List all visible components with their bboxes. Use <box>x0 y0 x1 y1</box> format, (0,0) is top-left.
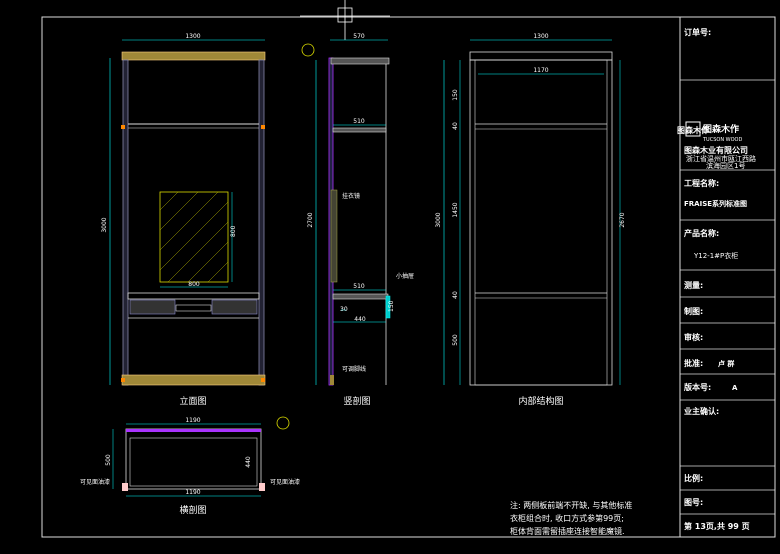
mirror <box>159 191 229 283</box>
sect-shelf-dim: 510 <box>353 118 365 125</box>
note-line-2: 衣柜组合时, 收口方式参第99页; <box>510 513 624 523</box>
sect-side-dim: 30 <box>340 306 348 313</box>
plan-depth-dim: 500 <box>105 454 112 466</box>
scale-label: 比例: <box>684 473 703 483</box>
elevation-caption: 立面图 <box>179 395 206 407</box>
sect-top-dim: 570 <box>353 33 365 40</box>
plan-top-dim: 1190 <box>185 417 200 424</box>
section-marker <box>301 43 315 57</box>
approve-label: 批准: <box>684 358 703 368</box>
company-address-2: 滨海园区1号 <box>706 161 745 170</box>
drawing-note: 注: 两侧板前端不开缺, 与其他标准 衣柜组合时, 收口方式参第99页; 柜体背… <box>510 500 632 536</box>
interior-view: 1300 1170 3000 150 40 1450 40 500 2670 内… <box>435 33 626 407</box>
note-line-3: 柜体背面需留插座连接智能魔镜. <box>510 526 625 536</box>
plan-marker <box>276 416 290 430</box>
section-view: 570 2700 510 挂衣镜 510 小抽屉 30 440 150 可调脚线… <box>301 33 414 407</box>
plan-inner-depth: 440 <box>245 456 252 468</box>
project-label: 工程名称: <box>684 178 719 188</box>
company-address-1: 浙江省温州市瓯江西路 <box>686 154 756 163</box>
int-d5: 500 <box>452 334 459 346</box>
product-value: Y12-1#P衣柜 <box>693 251 738 260</box>
sect-depth-dim: 440 <box>354 316 366 323</box>
project-value: FRAISE系列标准图 <box>684 199 747 208</box>
plan-view: 1190 500 440 1190 可见面油漆 可见面油漆 横剖图 <box>80 416 300 516</box>
int-d1: 150 <box>452 89 459 101</box>
int-d3: 1450 <box>452 202 459 217</box>
label-drawer: 小抽屉 <box>396 272 414 280</box>
mirror-width-dim: 800 <box>188 281 200 288</box>
order-no-label: 订单号: <box>684 27 711 37</box>
measure-label: 测量: <box>684 280 703 290</box>
plan-bottom-dim: 1190 <box>185 489 200 496</box>
company-name: 图森木业有限公司 <box>684 145 748 155</box>
elev-height-dim: 3000 <box>101 217 108 232</box>
int-d2: 40 <box>452 122 459 130</box>
version-value: A <box>732 384 738 392</box>
page-label: 第 13页,共 99 页 <box>684 521 750 531</box>
sect-height-dim: 2700 <box>307 212 314 227</box>
label-mirror: 挂衣镜 <box>342 192 360 200</box>
crosshair-marker <box>300 0 390 40</box>
logo-en: TUCSON WOOD <box>702 137 742 143</box>
int-inner-dim: 1170 <box>533 67 548 74</box>
logo-mark: 图森木作 <box>677 125 709 135</box>
note-line-1: 注: 两侧板前端不开缺, 与其他标准 <box>510 500 632 510</box>
elevation-view: 1300 3000 800 800 立面图 <box>101 33 266 407</box>
int-d4: 40 <box>452 291 459 299</box>
product-label: 产品名称: <box>684 228 719 238</box>
sect-h-dim: 150 <box>388 300 395 312</box>
title-block: 订单号: 图森木作 图森木作 TUCSON WOOD 图森木业有限公司 浙江省温… <box>677 27 775 531</box>
plan-left-label: 可见面油漆 <box>80 478 110 486</box>
owner-label: 业主确认: <box>684 406 719 416</box>
plan-right-label: 可见面油漆 <box>270 478 300 486</box>
draw-label: 制图: <box>684 306 703 316</box>
label-foot: 可调脚线 <box>342 365 366 373</box>
int-inner-h: 2670 <box>619 212 626 227</box>
logo-text: 图森木作 <box>703 123 739 135</box>
mirror-height-dim: 800 <box>230 225 237 237</box>
section-caption: 竖剖图 <box>343 395 370 407</box>
version-label: 版本号: <box>683 382 711 392</box>
sect-drawer-dim: 510 <box>353 283 365 290</box>
elev-width-dim: 1300 <box>185 33 200 40</box>
drawing-no-label: 图号: <box>684 498 703 507</box>
approve-value: 卢 群 <box>718 359 734 368</box>
plan-caption: 横剖图 <box>179 504 206 516</box>
int-height-dim: 3000 <box>435 212 442 227</box>
company-logo: 图森木作 图森木作 TUCSON WOOD <box>677 121 742 143</box>
interior-caption: 内部结构图 <box>518 395 563 407</box>
title-block-frame <box>679 16 776 538</box>
review-label: 审核: <box>684 332 703 342</box>
int-top-dim: 1300 <box>533 33 548 40</box>
